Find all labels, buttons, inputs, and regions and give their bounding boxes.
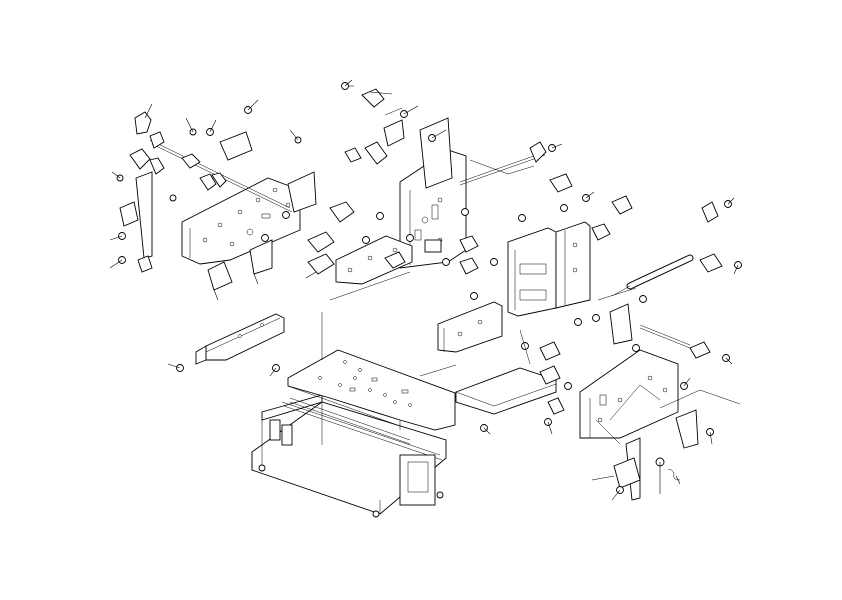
- middle-lower-plate: [437, 301, 503, 353]
- left-cover-bracket: [195, 313, 285, 365]
- lower-centre-plate: [335, 235, 413, 285]
- shaft-right: [639, 324, 691, 349]
- shaft-upper: [459, 151, 546, 186]
- gas-spring-right: [611, 254, 694, 297]
- gas-spring-upper: [318, 107, 403, 144]
- base-frame: [251, 394, 447, 518]
- leader-lines: [109, 79, 739, 501]
- left-side-plate: [181, 177, 301, 265]
- main-base-plate: [287, 349, 456, 431]
- screws: [116, 82, 742, 494]
- right-upper-frame: [507, 221, 591, 317]
- small-brackets: [119, 88, 723, 501]
- assembly-reference-lines: [321, 159, 741, 445]
- right-side-plate: [579, 349, 679, 439]
- tray-plate: [455, 367, 557, 415]
